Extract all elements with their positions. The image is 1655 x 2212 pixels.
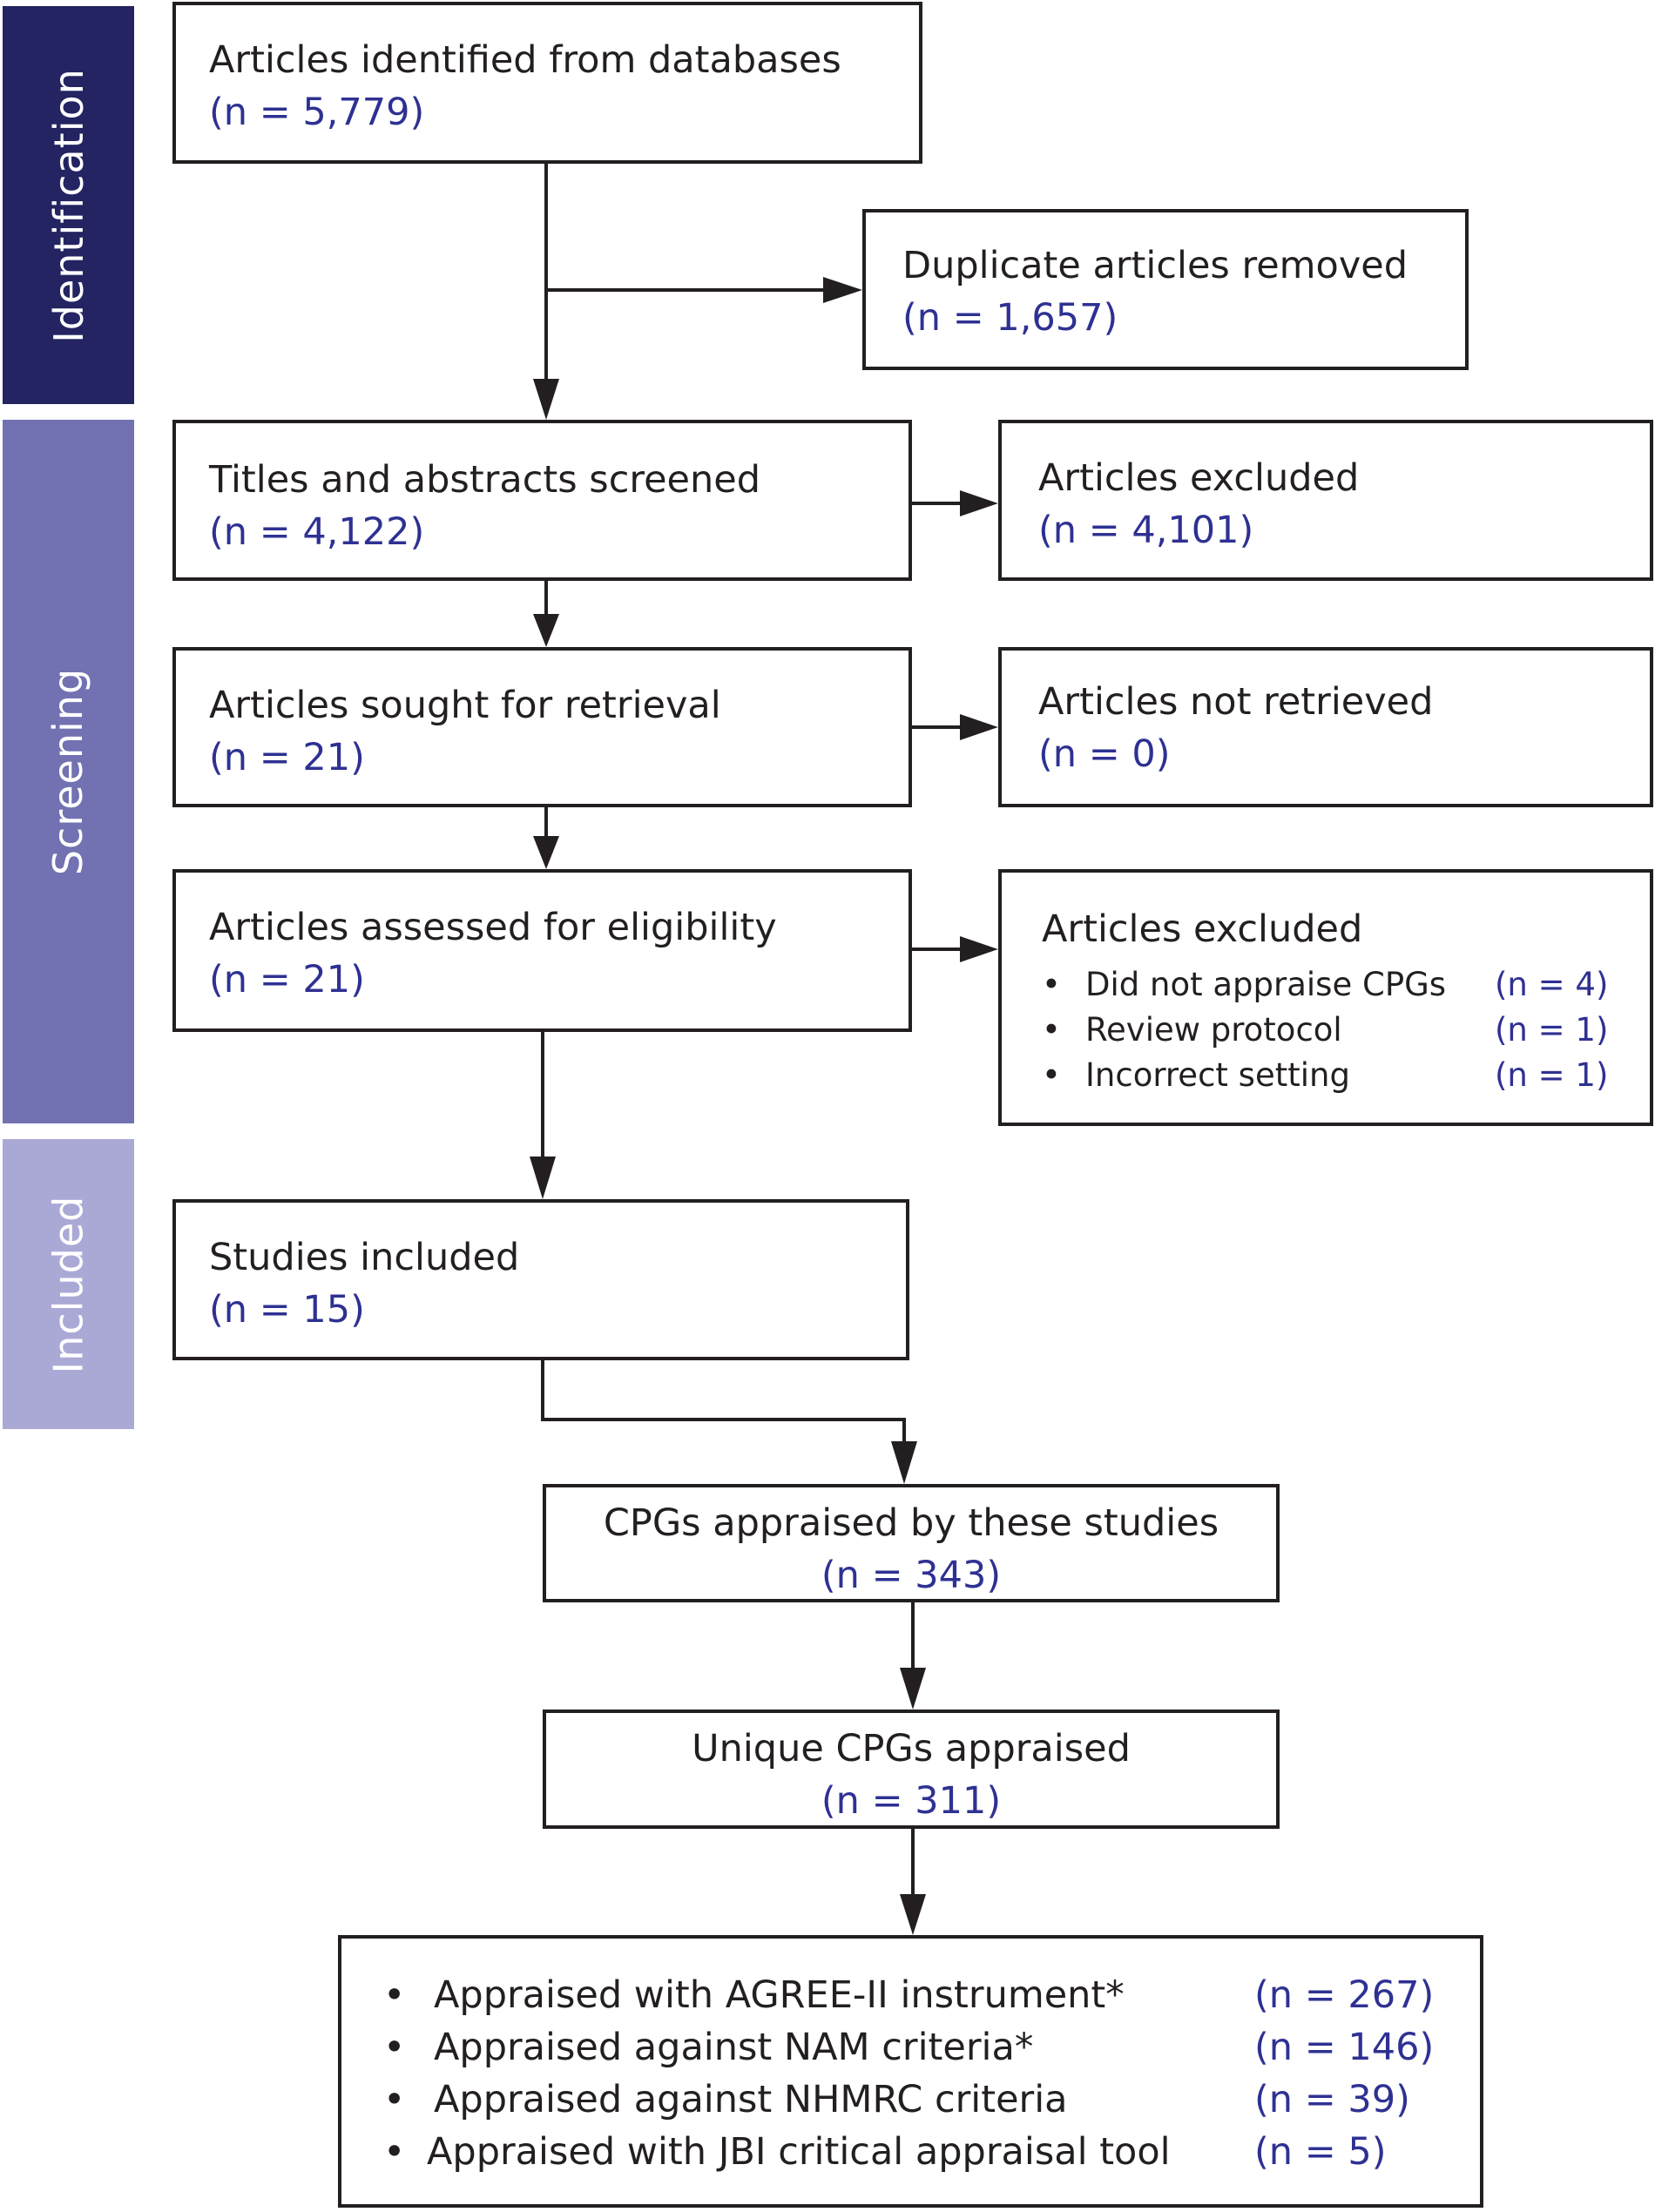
list-item-count: (n = 4): [1495, 966, 1609, 1003]
list-item-count: (n = 146): [1254, 2026, 1435, 2069]
list-item-label: Appraised with JBI critical appraisal to…: [427, 2130, 1171, 2174]
box-count: (n = 4,101): [1038, 509, 1254, 552]
list-item-count: (n = 39): [1254, 2078, 1410, 2121]
box-title: Articles excluded: [1042, 907, 1363, 951]
stage-identification: Identification: [3, 6, 134, 404]
box-appraisal-methods: • Appraised with AGREE-II instrument* (n…: [338, 1935, 1483, 2208]
stage-label-screening: Screening: [44, 667, 92, 876]
bullet-icon: •: [383, 2078, 406, 2121]
list-item-label: Appraised with AGREE-II instrument*: [434, 1973, 1125, 2017]
box-articles-excluded-eligibility: Articles excluded • Did not appraise CPG…: [998, 869, 1653, 1126]
box-count: (n = 21): [209, 736, 365, 779]
arrowhead: [530, 1157, 556, 1199]
arrowhead: [960, 936, 998, 962]
arrowhead: [900, 1668, 926, 1710]
box-title: Duplicate articles removed: [902, 244, 1408, 287]
list-item-count: (n = 267): [1254, 1973, 1435, 2017]
box-count: (n = 4,122): [209, 510, 425, 554]
box-title: Studies included: [209, 1236, 520, 1279]
box-articles-assessed: Articles assessed for eligibility (n = 2…: [172, 869, 912, 1032]
bullet-icon: •: [1042, 1011, 1061, 1049]
box-duplicates-removed: Duplicate articles removed (n = 1,657): [862, 209, 1469, 370]
arrowhead: [960, 490, 998, 516]
box-unique-cpgs-appraised: Unique CPGs appraised (n = 311): [543, 1710, 1280, 1829]
box-articles-excluded-screening: Articles excluded (n = 4,101): [998, 420, 1653, 581]
box-count: (n = 311): [821, 1779, 1002, 1823]
box-count: (n = 0): [1038, 732, 1171, 776]
bullet-icon: •: [383, 1973, 406, 2017]
stage-label-included: Included: [44, 1195, 92, 1373]
stage-screening: Screening: [3, 420, 134, 1123]
bullet-icon: •: [383, 2130, 406, 2174]
list-item-count: (n = 5): [1254, 2130, 1387, 2174]
box-articles-not-retrieved: Articles not retrieved (n = 0): [998, 647, 1653, 807]
stage-included: Included: [3, 1139, 134, 1429]
list-item-label: Incorrect setting: [1085, 1056, 1350, 1094]
box-title: Articles identified from databases: [209, 38, 841, 82]
box-count: (n = 343): [821, 1554, 1002, 1597]
arrowhead: [891, 1441, 917, 1484]
stage-label-identification: Identification: [44, 67, 92, 343]
box-title: Articles not retrieved: [1038, 680, 1434, 724]
box-title: CPGs appraised by these studies: [603, 1501, 1219, 1545]
box-articles-identified: Articles identified from databases (n = …: [172, 2, 922, 164]
box-count: (n = 21): [209, 958, 365, 1001]
list-item-label: Review protocol: [1085, 1011, 1342, 1049]
bullet-icon: •: [1042, 1056, 1061, 1094]
box-title: Articles assessed for eligibility: [209, 906, 777, 949]
box-title: Articles sought for retrieval: [209, 684, 721, 727]
box-count: (n = 5,779): [209, 91, 425, 134]
box-titles-abstracts-screened: Titles and abstracts screened (n = 4,122…: [172, 420, 912, 581]
box-title: Unique CPGs appraised: [692, 1727, 1131, 1770]
box-count: (n = 1,657): [902, 296, 1118, 340]
box-title: Articles excluded: [1038, 456, 1360, 500]
list-item-label: Appraised against NAM criteria*: [434, 2026, 1034, 2069]
list-item-label: Did not appraise CPGs: [1085, 966, 1447, 1003]
arrowhead: [823, 277, 862, 303]
box-studies-included: Studies included (n = 15): [172, 1199, 909, 1360]
bullet-icon: •: [383, 2026, 406, 2069]
arrowhead: [533, 614, 559, 647]
arrowhead: [900, 1894, 926, 1935]
line-included-to-cpgs: [541, 1359, 906, 1446]
box-articles-sought: Articles sought for retrieval (n = 21): [172, 647, 912, 807]
box-count: (n = 15): [209, 1288, 365, 1332]
box-title: Titles and abstracts screened: [209, 458, 760, 502]
list-item-label: Appraised against NHMRC criteria: [434, 2078, 1068, 2121]
arrowhead: [533, 379, 559, 420]
bullet-icon: •: [1042, 966, 1061, 1003]
box-cpgs-appraised: CPGs appraised by these studies (n = 343…: [543, 1484, 1280, 1602]
arrowhead: [533, 836, 559, 869]
list-item-count: (n = 1): [1495, 1011, 1609, 1049]
list-item-count: (n = 1): [1495, 1056, 1609, 1094]
arrowhead: [960, 714, 998, 740]
